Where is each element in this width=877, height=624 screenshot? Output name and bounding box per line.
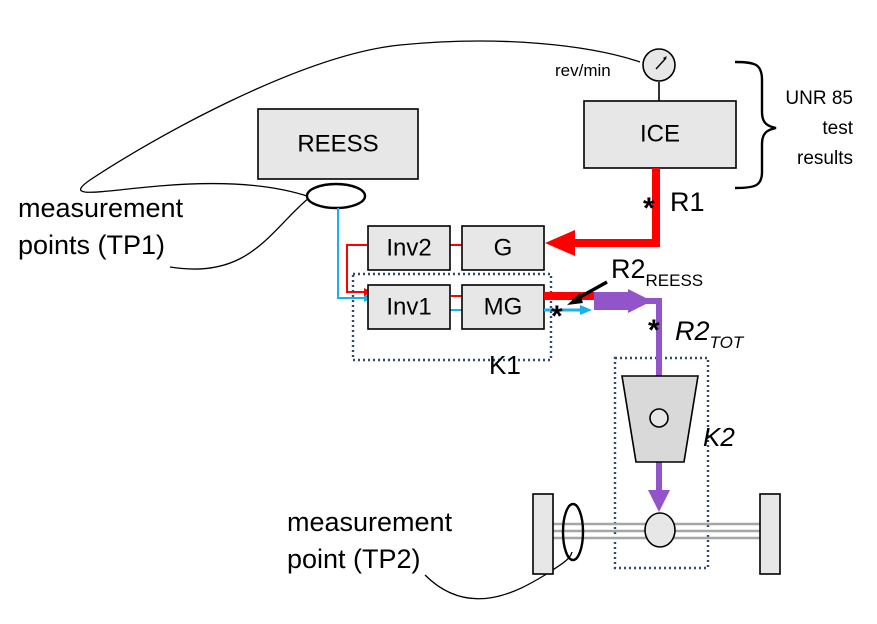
tp1-current-clamp: [305, 182, 367, 210]
wheel-arrowhead: [648, 490, 670, 512]
tp1-label-line2: points (TP1): [18, 230, 165, 260]
r2-tot-asterisk: *: [648, 314, 660, 347]
right-wheel: [759, 493, 781, 575]
tachometer-needle: [655, 57, 667, 70]
tp2-current-clamp: [561, 502, 585, 562]
combined-flow-arrowhead: [628, 289, 652, 313]
ice-box: [583, 100, 737, 169]
r2-reess-label: R2REESS: [611, 254, 703, 290]
inv2-box: [367, 225, 451, 271]
unr85-brace: [734, 60, 777, 190]
gearbox-gear-icon: [649, 408, 669, 428]
inv2-label: Inv2: [386, 235, 431, 262]
tp1-measurement-wire: [80, 40, 641, 270]
combined-flow-segment: [594, 292, 630, 310]
unr85-line1: UNR 85: [785, 88, 853, 109]
g-box: [461, 225, 545, 271]
ice-label: ICE: [640, 121, 680, 148]
inv1-label: Inv1: [386, 294, 431, 321]
unr85-line3: results: [797, 148, 853, 169]
k1-frame: [351, 272, 553, 362]
tp2-label-line2: point (TP2): [287, 544, 421, 574]
k2-label: K2: [703, 422, 735, 452]
r1-label: R1: [670, 187, 705, 217]
differential-icon: [644, 512, 676, 548]
rev-min-label: rev/min: [555, 61, 611, 80]
unr85-line2: test: [822, 118, 853, 139]
k1-label: K1: [489, 350, 521, 380]
left-wheel: [532, 493, 554, 575]
mg-label: MG: [484, 294, 523, 321]
inv2-to-inv1-flow: [346, 244, 372, 296]
g-label: G: [494, 235, 513, 262]
reess-label: REESS: [297, 131, 378, 158]
r2-reess-asterisk: *: [551, 300, 563, 333]
tp2-label-line1: measurement: [287, 507, 453, 537]
ice-to-g-arrowhead: [545, 230, 575, 256]
inv1-box: [367, 284, 451, 330]
reess-box: [257, 108, 419, 180]
r1-asterisk: *: [643, 192, 655, 225]
tp1-label-line1: measurement: [18, 193, 184, 223]
ice-to-g-flow: [575, 168, 660, 247]
reess-to-inv1-flow: [337, 208, 372, 302]
mg-box: [461, 284, 545, 330]
r2-tot-label: R2TOT: [675, 316, 745, 352]
tp2-measurement-wire: [424, 551, 573, 600]
